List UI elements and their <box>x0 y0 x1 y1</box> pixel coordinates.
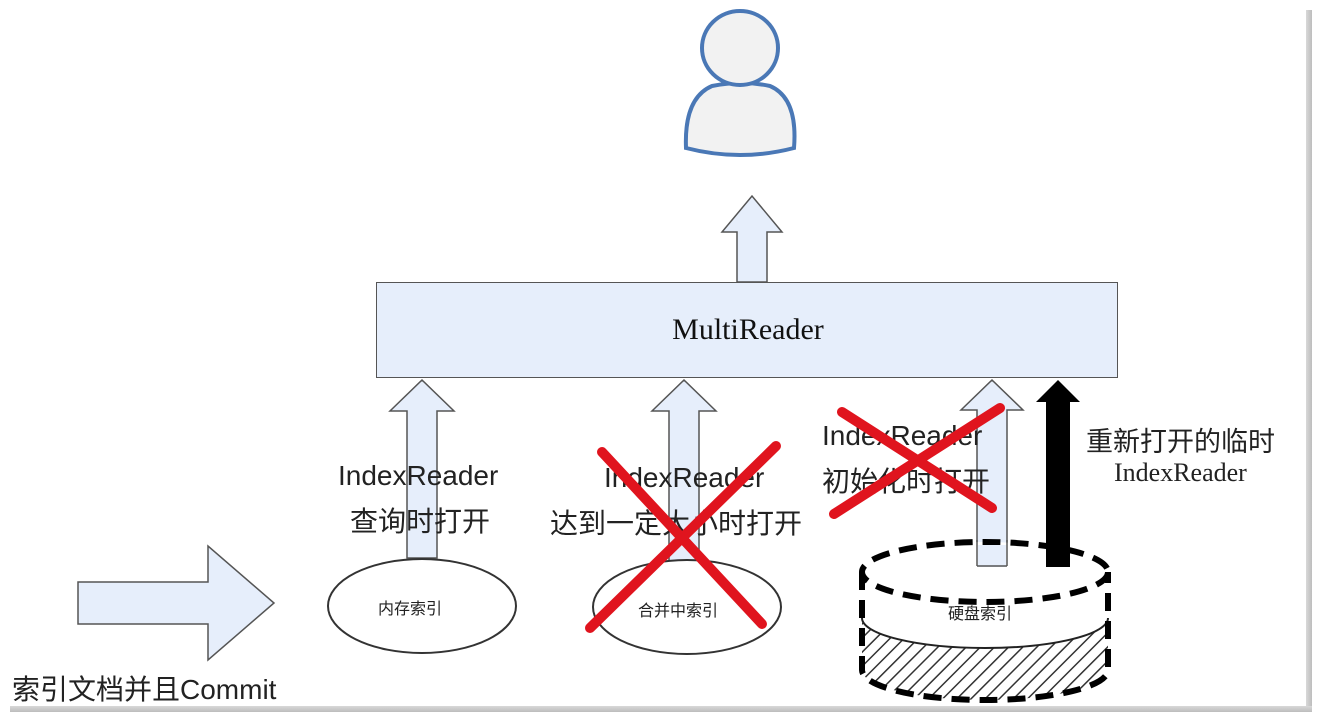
frame-shadow-right <box>1306 10 1312 712</box>
multireader-box: MultiReader <box>376 282 1118 378</box>
arrow-memory-reader <box>388 378 456 559</box>
input-arrow <box>77 544 276 662</box>
temp-reader-line2: IndexReader <box>1114 458 1247 487</box>
multireader-label: MultiReader <box>672 313 824 346</box>
user-icon <box>683 9 797 157</box>
reader-1-note: 查询时打开 <box>350 507 491 538</box>
input-label: 索引文档并且Commit <box>12 674 277 705</box>
memory-index-ellipse <box>327 558 517 654</box>
merging-index-label: 合并中索引 <box>638 603 719 620</box>
temp-reader-line1: 重新打开的临时 <box>1086 427 1275 457</box>
frame-shadow-bottom <box>10 706 1312 712</box>
arrow-up-to-user <box>720 194 784 283</box>
reader-1-name: IndexReader <box>338 460 499 491</box>
arrow-temp-reader <box>1036 380 1080 566</box>
disk-index-label: 硬盘索引 <box>948 606 1013 623</box>
disk-index-cylinder <box>859 539 1111 703</box>
cross-icon-merging <box>585 441 781 633</box>
memory-index-label: 内存索引 <box>378 601 443 618</box>
cross-icon-init <box>829 403 1005 519</box>
